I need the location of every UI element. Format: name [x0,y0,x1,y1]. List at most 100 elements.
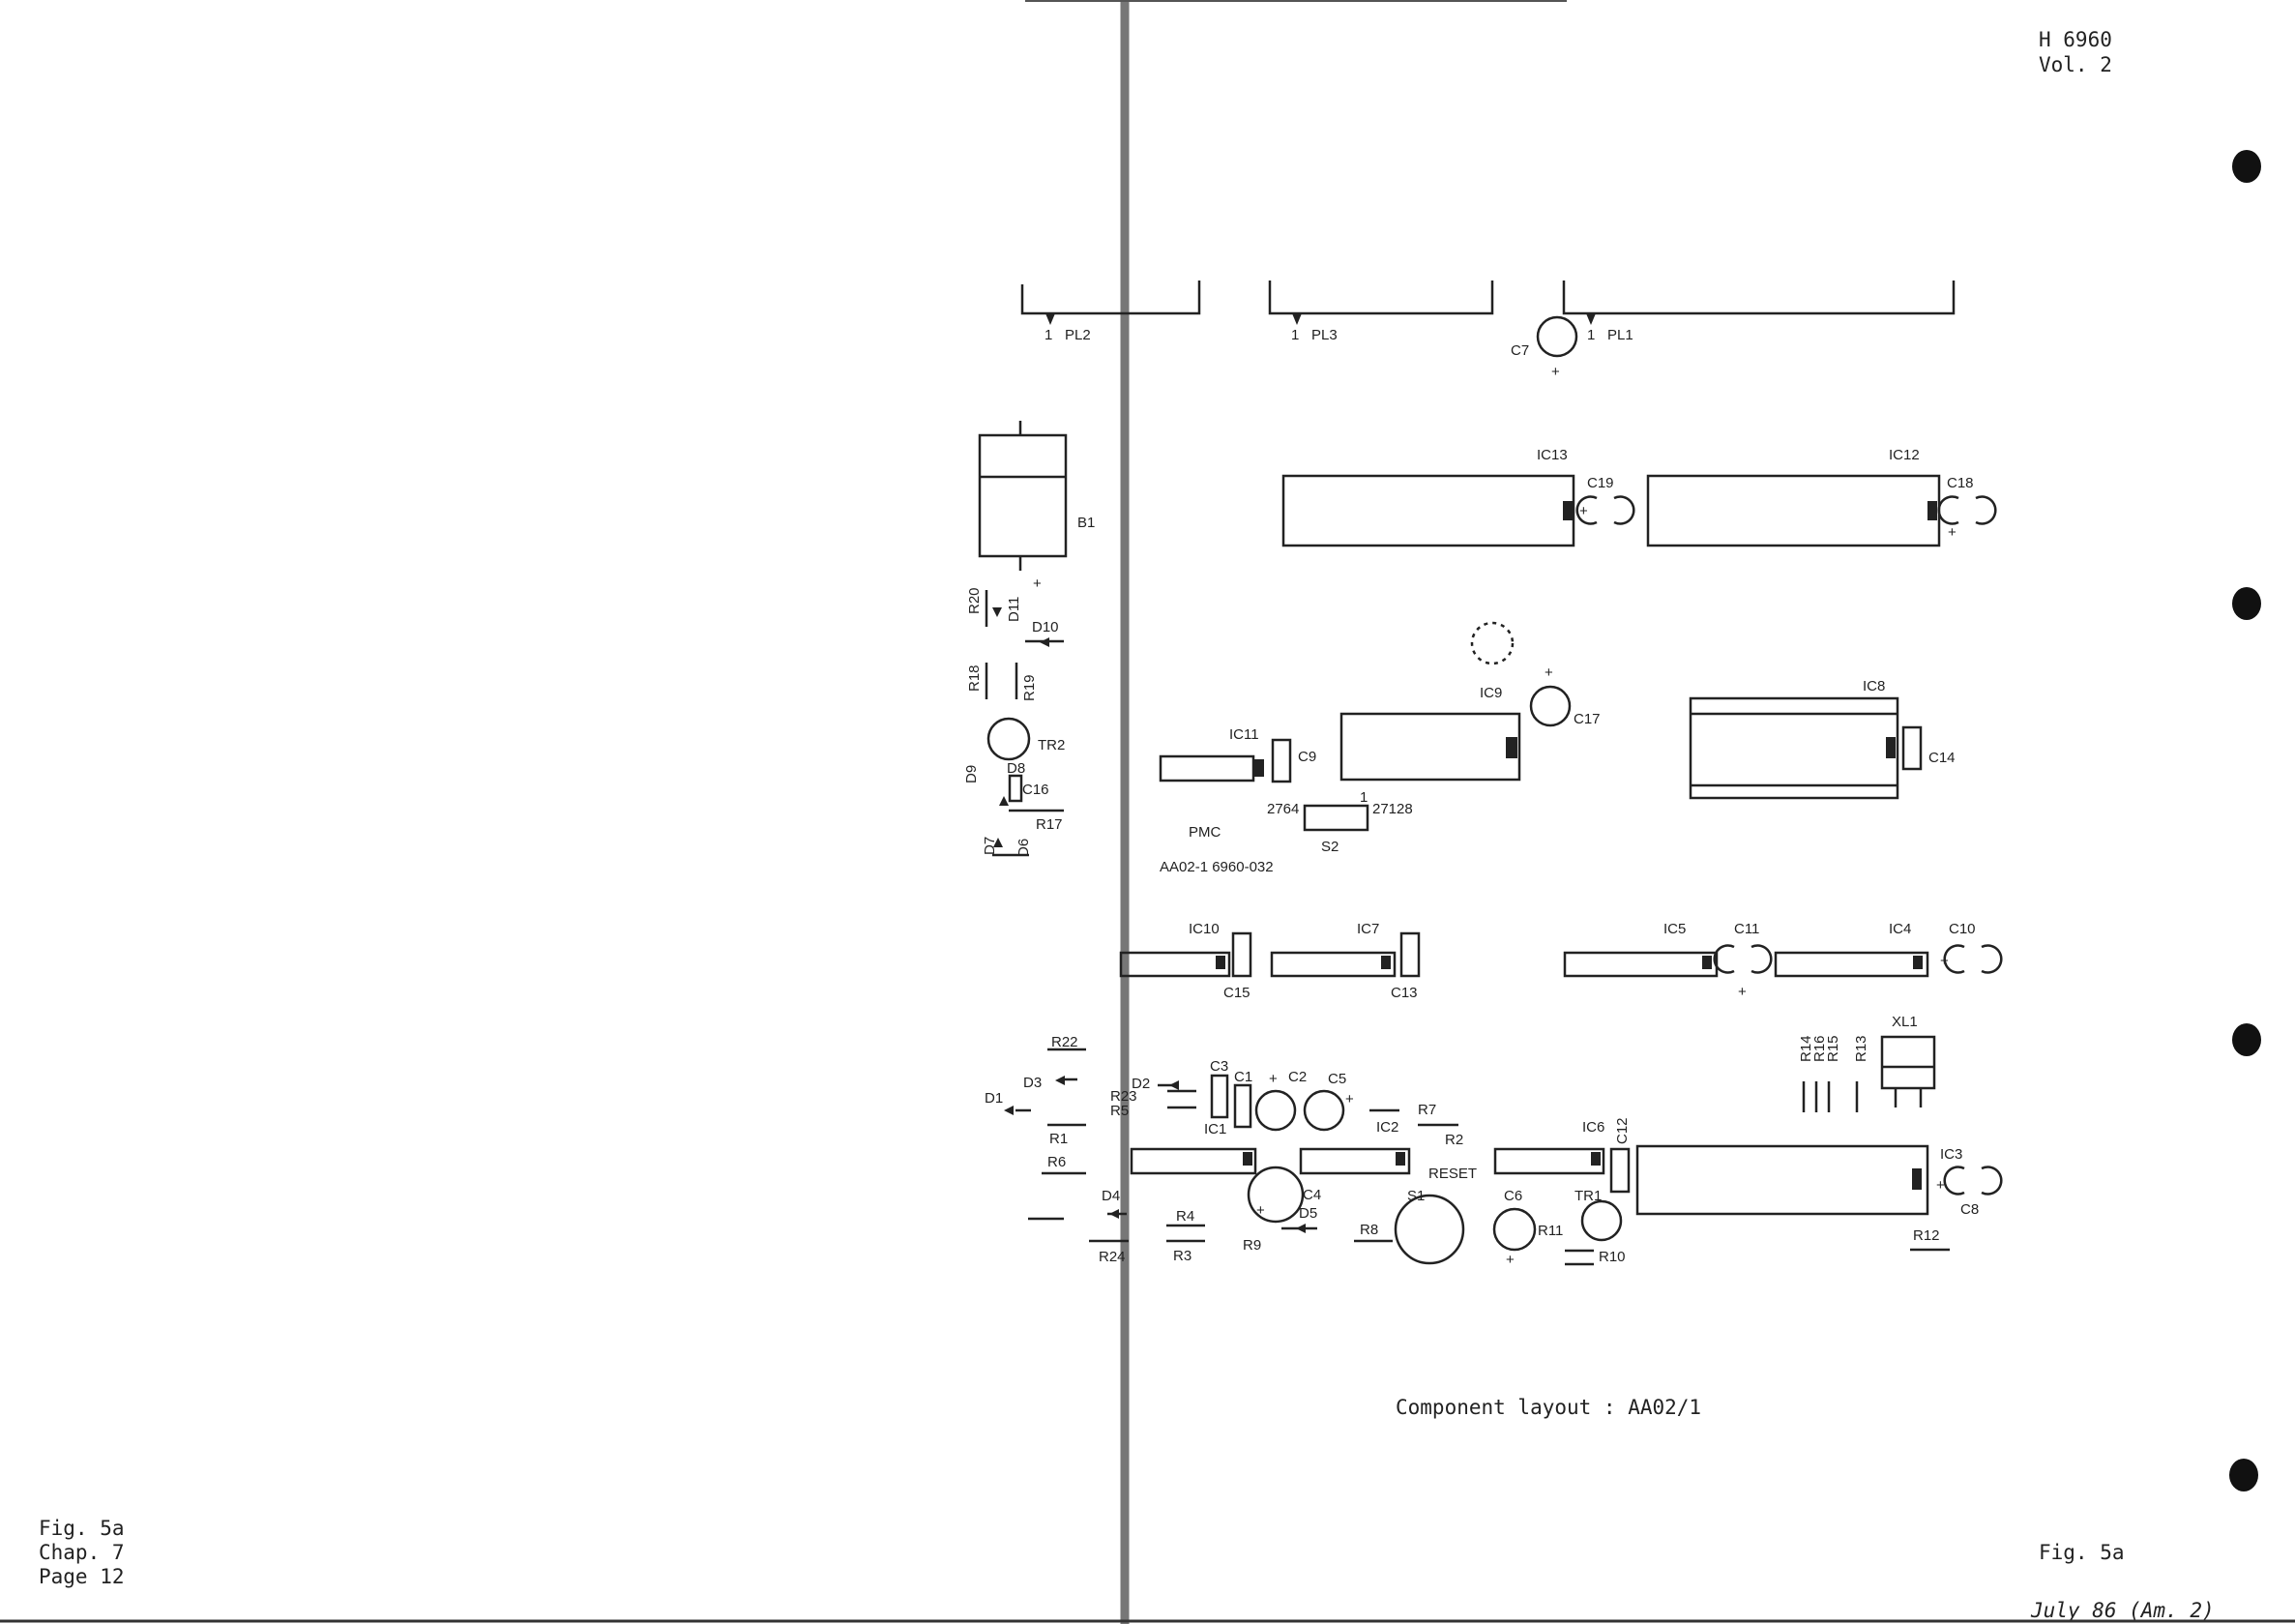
component-ref-label: D1 [985,1090,1003,1107]
component-ref-label: IC9 [1480,685,1502,701]
capacitor-c2 [1254,1089,1297,1132]
component-ref-label: + [1345,1091,1354,1107]
connector-pl2-outline [1020,281,1201,315]
component-ref-label: R16 [1811,1035,1828,1062]
component-ref-label: C4 [1303,1187,1321,1203]
ic1-outline [1130,1147,1257,1175]
component-ref-label: C16 [1022,782,1049,798]
ic6-outline [1493,1147,1605,1175]
figure-label-right: Fig. 5a [2039,1541,2125,1564]
capacitor-c15 [1231,931,1252,978]
capacitor-c16 [1008,774,1023,803]
ic11-outline [1159,754,1255,782]
component-ref-label: R8 [1360,1222,1378,1238]
pl1-pin-label: 1 [1587,327,1595,343]
capacitor-c3 [1210,1074,1229,1119]
component-ref-label: R18 [966,664,983,692]
component-ref-label: + [1256,1202,1265,1219]
component-ref-label: + [1579,503,1588,519]
component-ref-label: R3 [1173,1248,1192,1264]
component-ref-label: D2 [1132,1076,1150,1092]
component-ref-label: R12 [1913,1227,1940,1244]
component-ref-label: C3 [1210,1058,1228,1075]
component-ref-label: C12 [1614,1117,1631,1144]
component-ref-label: C6 [1504,1188,1522,1204]
component-ref-label: R4 [1176,1208,1194,1225]
pl2-pin-label: 1 [1045,327,1052,343]
component-ref-label: B1 [1077,515,1095,531]
punch-hole [2232,150,2261,183]
board-maker: PMC [1189,824,1221,841]
jumper-left-label: 2764 [1267,801,1299,817]
component-ref-label: D10 [1032,619,1059,635]
component-ref-label: R5 [1110,1103,1129,1119]
component-ref-label: C15 [1223,985,1250,1001]
component-ref-label: S1 [1407,1188,1425,1204]
punch-hole [2232,587,2261,620]
component-ref-label: IC7 [1357,921,1379,937]
jumper-ref-label: S2 [1321,839,1339,855]
component-ref-label: TR1 [1574,1188,1602,1204]
component-ref-label: + [1940,953,1949,969]
component-ref-label: C18 [1947,475,1974,491]
component-ref-label: + [1506,1252,1515,1268]
component-ref-label: IC13 [1537,447,1568,463]
component-ref-label: C8 [1960,1201,1979,1218]
capacitor-c19 [1575,495,1635,525]
component-ref-label: R13 [1853,1035,1869,1062]
capacitor-c4 [1247,1166,1305,1224]
capacitor-c10 [1943,944,2003,974]
ic4-outline [1774,951,1929,978]
ic2-outline [1299,1147,1411,1175]
component-ref-label: IC12 [1889,447,1920,463]
component-ref-label: IC1 [1204,1121,1226,1137]
pl1-ref-label: PL1 [1607,327,1633,343]
capacitor-c5 [1303,1089,1345,1132]
capacitor-c18 [1937,495,1997,525]
component-ref-label: + [1936,1177,1945,1194]
component-ref-label: R9 [1243,1237,1261,1254]
jumper-s2-outline [1303,804,1369,832]
component-ref-label: + [1551,364,1560,380]
capacitor-c11 [1713,944,1773,974]
component-ref-label: R24 [1099,1249,1126,1265]
diagram-caption: Component layout : AA02/1 [1396,1396,1702,1419]
component-ref-label: + [1545,664,1553,681]
component-ref-label: C19 [1587,475,1614,491]
component-ref-label: D8 [1007,760,1025,777]
component-ref-label: D9 [963,765,980,783]
component-ref-label: C14 [1928,750,1956,766]
component-ref-label: D11 [1006,597,1022,622]
transistor-tr2 [986,717,1031,761]
component-ref-label: D6 [1015,839,1032,857]
component-ref-label: R2 [1445,1132,1463,1148]
component-ref-label: C13 [1391,985,1418,1001]
component-ref-label: D7 [982,837,998,855]
ic3-outline [1635,1144,1929,1216]
ic9-outline [1339,712,1521,782]
capacitor-c7 [1536,315,1578,358]
capacitor-c14 [1901,725,1923,771]
transistor-tr1 [1580,1199,1623,1242]
board-part-number: AA02-1 6960-032 [1160,859,1274,875]
component-ref-label: R17 [1036,816,1063,833]
component-ref-label: TR2 [1038,737,1065,753]
component-ref-label: IC2 [1376,1119,1398,1136]
component-ref-label: C10 [1949,921,1976,937]
component-ref-label: RESET [1428,1166,1477,1182]
punch-hole [2232,1023,2261,1056]
component-ref-label: + [1738,984,1747,1000]
unpopulated-pad [1470,621,1515,665]
component-ref-label: R7 [1418,1102,1436,1118]
battery-b1 [978,433,1068,558]
chapter-label: Chap. 7 [39,1541,125,1564]
component-ref-label: R15 [1825,1035,1841,1062]
punch-holes [2229,150,2261,1491]
component-ref-label: R20 [966,587,983,614]
connector-pl3-outline [1268,281,1494,315]
ic5-outline [1563,951,1719,978]
component-ref-label: IC8 [1863,678,1885,694]
component-ref-label: C5 [1328,1071,1346,1087]
component-ref-label: IC4 [1889,921,1911,937]
